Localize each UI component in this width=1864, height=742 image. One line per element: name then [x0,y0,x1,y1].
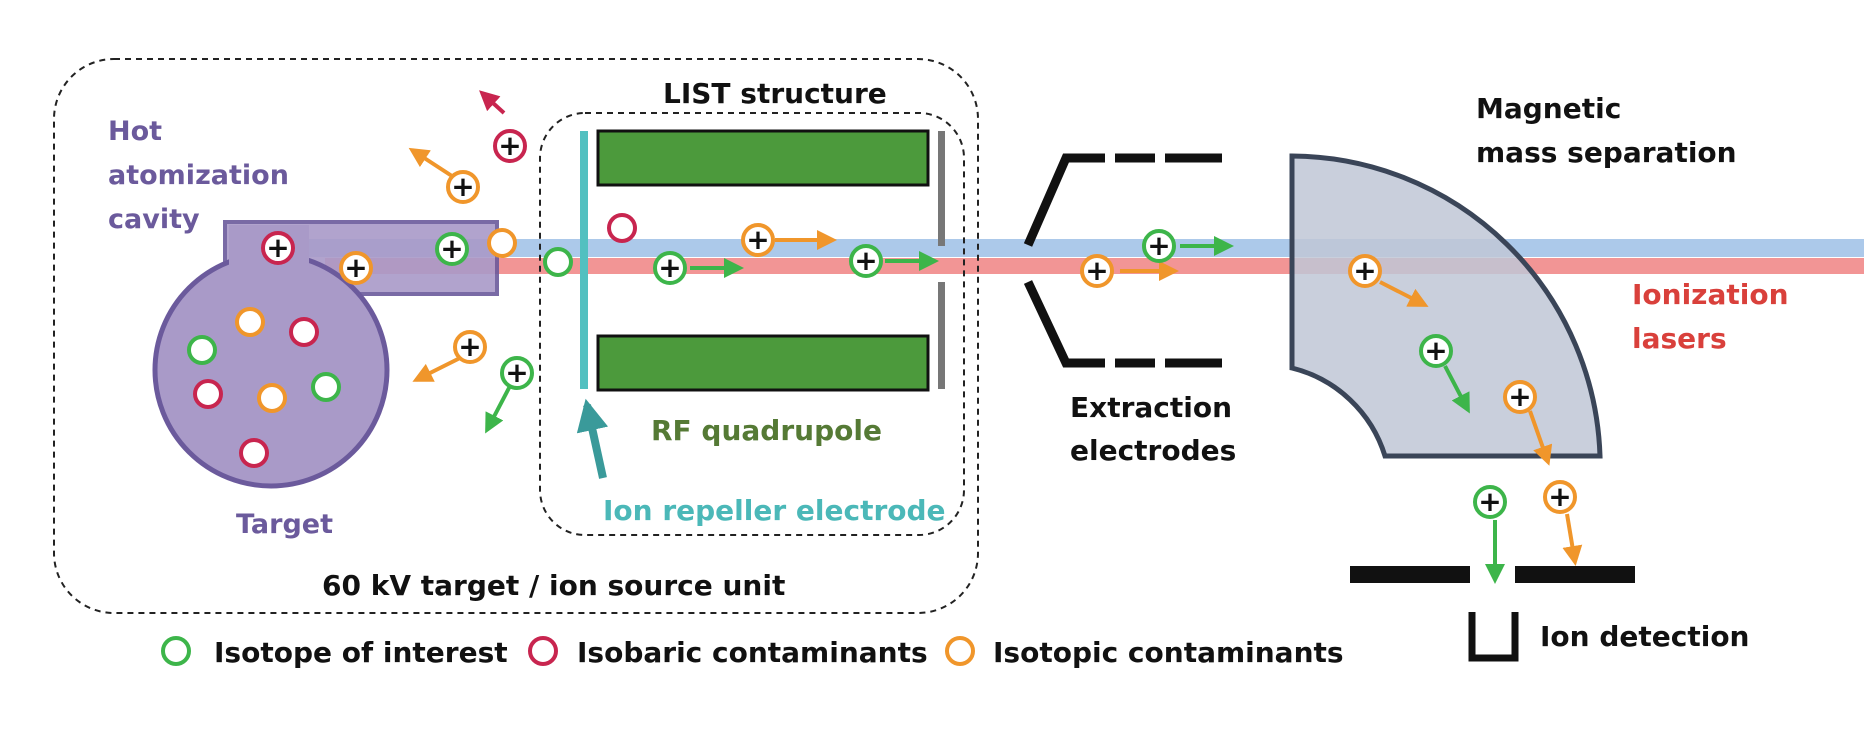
rf-quadrupole-bottom [596,334,930,392]
ion-o [1080,254,1114,288]
atom-r [193,379,223,409]
ionization-label-2: lasers [1632,322,1727,355]
magnetic-label-1: Magnetic [1476,92,1621,125]
ion-plus-sign: + [658,251,681,284]
magnetic-label-2: mass separation [1476,136,1737,169]
legend-label-isotopic: Isotopic contaminants [993,636,1344,669]
hot-cavity-label-2: atomization [108,160,289,191]
ion-o [453,330,487,364]
ion-o [1543,480,1577,514]
atom-r [607,213,637,243]
arrow [408,147,457,180]
arrow [485,385,512,434]
ion-g [1473,485,1507,519]
rf-quadrupole-label: RF quadrupole [651,414,882,447]
ion-plus-sign: + [505,356,528,389]
ion-plus-sign: + [1353,254,1376,287]
atom-o [235,307,265,337]
hot-cavity-label-1: Hot [108,116,162,147]
arrow [1443,365,1470,414]
ion-o [1503,380,1537,414]
arrow [1562,513,1583,566]
ion-plus-sign: + [1424,334,1447,367]
ion-plus-sign: + [1147,229,1170,262]
extraction-electrodes [1023,153,1222,368]
ion-plus-sign: + [440,232,463,265]
target-label: Target [236,509,333,540]
ion-g [435,232,469,266]
legend-marker-isobaric [528,636,558,666]
ion-plus-sign: + [344,251,367,284]
hot-cavity-label-3: cavity [108,204,200,235]
legend-label-interest: Isotope of interest [214,636,508,669]
ion-plus-sign: + [498,129,521,162]
ions-charged: + + + + + + + + + + + + + + + + + [261,129,1577,519]
detector-slit-left [1350,566,1470,583]
exit-electrode-bottom [938,282,945,389]
atoms-neutral [187,213,637,468]
detector-slit-right [1515,566,1635,583]
legend: Isotope of interest Isobaric contaminant… [161,636,1344,669]
legend-marker-isotopic [945,636,975,666]
atom-o [487,228,517,258]
ion-plus-sign: + [746,223,769,256]
atom-r [289,317,319,347]
ion-o [446,170,480,204]
ion-g [1419,334,1453,368]
ion-plus-sign: + [854,244,877,277]
ion-o [741,223,775,257]
ion-repeller-electrode [580,131,588,389]
legend-marker-interest [161,636,191,666]
extraction-label-2: electrodes [1070,434,1236,467]
ion-g [849,244,883,278]
atom-g [187,335,217,365]
atom-g [311,372,341,402]
legend-label-isobaric: Isobaric contaminants [577,636,928,669]
atom-g [543,247,573,277]
ion-g [1142,229,1176,263]
ion-plus-sign: + [1478,485,1501,518]
source-unit-label: 60 kV target / ion source unit [322,569,785,602]
list-structure-box [539,112,965,536]
arrow [1379,280,1429,307]
ion-detector-cup [1468,612,1519,662]
ion-r [261,231,295,265]
laser-beam-blue [300,239,1864,257]
ion-plus-sign: + [1508,380,1531,413]
ion-plus-sign: + [266,231,289,264]
ion-g [653,251,687,285]
arrow [412,355,463,382]
atom-o [257,383,287,413]
extraction-label-1: Extraction [1070,391,1232,424]
exit-electrode-top [938,131,945,246]
ion-repeller-label: Ion repeller electrode [603,494,946,527]
ion-o [1348,254,1382,288]
source-unit-box [53,58,979,614]
ion-g [500,356,534,390]
ion-r [493,129,527,163]
repeller-pointer-arrow [576,398,609,479]
ion-plus-sign: + [458,330,481,363]
ionization-label-1: Ionization [1632,278,1789,311]
ion-o [339,251,373,285]
list-structure-label: LIST structure [663,77,887,110]
ion-detection-label: Ion detection [1540,620,1750,653]
arrow [479,90,506,115]
arrow [1528,410,1553,466]
magnet-sector [1289,153,1603,459]
ion-plus-sign: + [1085,254,1108,287]
atom-r [239,438,269,468]
ion-plus-sign: + [451,170,474,203]
ion-plus-sign: + [1548,480,1571,513]
rf-quadrupole-top [596,129,930,187]
